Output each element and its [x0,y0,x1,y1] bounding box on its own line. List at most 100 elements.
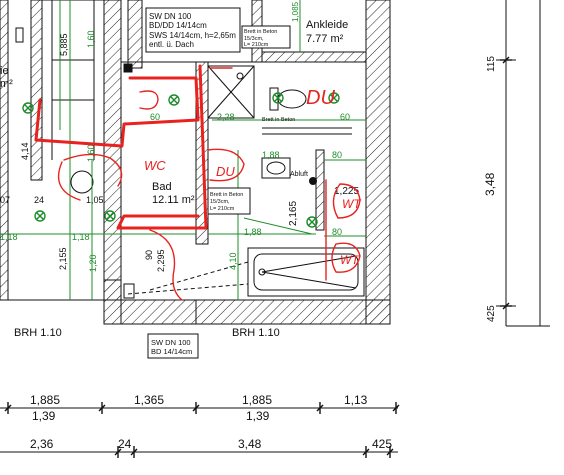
dim-105: 1,05 [86,195,104,205]
brett-top-line-3: L= 210cm [244,42,269,48]
wall-left [0,0,9,301]
dim-5885: 5,885 [59,33,69,56]
red-outline-upper [34,76,200,148]
dim-2295: 2,295 [156,249,166,272]
red-label-du-1: DU [306,87,335,109]
sw-top-line-3: SWS 14/14cm, h=2,65m [149,31,236,40]
dim-228: 2,28 [217,112,235,122]
dim-160: 1,60 [86,30,96,48]
red-label-wt-1: WT [342,197,362,211]
dim-60-b: 60 [340,112,350,122]
dim-60-a: 60 [150,112,160,122]
dim-2165: 2,165 [288,201,299,226]
red-stroke-6 [331,242,361,273]
dim-24: 24 [34,195,44,205]
room-bad-area: 12.11 m² [152,194,195,206]
red-stroke-8 [139,90,159,110]
red-stroke-3 [149,229,183,301]
wall-top-stub [127,0,143,69]
dim-120: 1,20 [88,254,98,272]
green-dimension-labels: 1,085 2,28 60 60 1,88 80 80 1,88 1,18 1,… [0,1,359,272]
dim-2155: 2,155 [58,247,68,270]
wall-wt-partition [315,149,325,231]
brett-top-line-2: 15/3cm, [244,36,264,42]
wall-left-inner [30,0,43,181]
dim-410: 4,10 [228,252,238,270]
brett-mid-line-3: L= 210cm [210,206,235,212]
room-left-name: ie [0,65,9,77]
brett-mid-line-2: 15/3cm, [210,199,230,205]
wc-bowl [277,89,307,109]
abluft-marker [309,177,317,185]
red-stroke-5 [332,183,361,219]
bottom-dim-139-b: 1,39 [246,409,270,423]
dim-160-b: 1,60 [86,144,96,162]
wall-bottom-left-pier [103,279,122,325]
brett-top-line-1: Brett in Beton [244,29,277,35]
red-label-wc: WC [144,158,166,173]
plan-lines [0,0,550,453]
bottom-dim-1885-b: 1,885 [242,393,272,407]
dimension-ticks [4,56,512,458]
bottom-dim-236: 2,36 [30,437,54,451]
sw-bottom-line-2: BD 14/14cm [151,347,192,356]
red-stroke-1 [63,153,123,187]
black-dimension-labels: 5,885 4,14 07 24 1,05 2,155 90 2,295 2,1… [0,33,497,322]
dim-188-top: 1,88 [262,150,280,160]
dim-414: 4,14 [20,142,30,160]
red-label-wt-2: WT [340,253,360,267]
left-sink-bowl [70,170,94,194]
brh-left-label: BRH 1.10 [14,327,62,339]
dim-07: 07 [0,195,10,205]
dim-1225: 1,225 [334,186,359,197]
shower-tray [207,65,255,119]
red-outline-lower [116,64,208,230]
red-stroke-2 [57,161,81,201]
left-window-frame [15,27,24,43]
sw-bottom-note-box [147,333,199,359]
brett-mid-line-1: Brett in Beton [210,192,243,198]
room-ankleide-area: 7.77 m² [306,33,344,45]
sw-top-line-1: SW DN 100 [149,12,192,21]
sw-top-line-4: entl. ü. Dach [149,40,194,49]
red-sketch-strokes [57,67,361,301]
dim-1085: 1,085 [291,1,300,22]
note-boxes [145,7,291,359]
red-labels: DU WC DU WT WT [144,87,362,267]
sw-bottom-line-1: SW DN 100 [151,338,191,347]
room-bad-name: Bad [152,181,172,193]
brett-low-label: Brett in Beton [262,117,295,123]
bottom-dimension-labels: 1,885 1,365 1,885 1,13 1,39 1,39 2,36 24… [30,393,392,451]
notes: SW DN 100 BD/DD 14/14cm SWS 14/14cm, h=2… [14,12,308,356]
wall-ankleide-bottom [261,51,367,63]
green-dimension-lines [0,0,366,300]
bottom-dim-348: 3,48 [238,437,262,451]
abluft-label: Abluft [290,171,308,178]
red-label-du-2: DU [216,164,235,179]
bottom-dim-1365: 1,365 [134,393,164,407]
washbasin [261,157,291,179]
dim-90: 90 [144,250,154,260]
column-marker [123,63,133,73]
bottom-dim-24: 24 [118,437,132,451]
room-labels: Ankleide 7.77 m² Bad 12.11 m² ie m² [0,19,348,206]
room-ankleide-name: Ankleide [306,19,348,31]
red-markup [34,64,208,230]
dim-188-low: 1,88 [244,227,262,237]
dim-118-b: 1,18 [72,232,90,242]
wall-bottom-right [195,299,391,325]
dim-118-a: 1,18 [0,232,18,242]
dim-425-vertical: 425 [486,305,497,322]
sw-top-note-box [145,7,241,53]
bottom-dim-139-a: 1,39 [32,409,56,423]
brett-mid-note-box [207,187,251,215]
dim-80-b: 80 [332,227,342,237]
room-left-area: m² [0,78,13,90]
wall-bottom-center [120,299,197,325]
bathtub [247,247,365,297]
brett-top-note-box [241,25,291,49]
dim-348-vertical: 3,48 [483,172,497,196]
red-stroke-4 [207,148,245,182]
